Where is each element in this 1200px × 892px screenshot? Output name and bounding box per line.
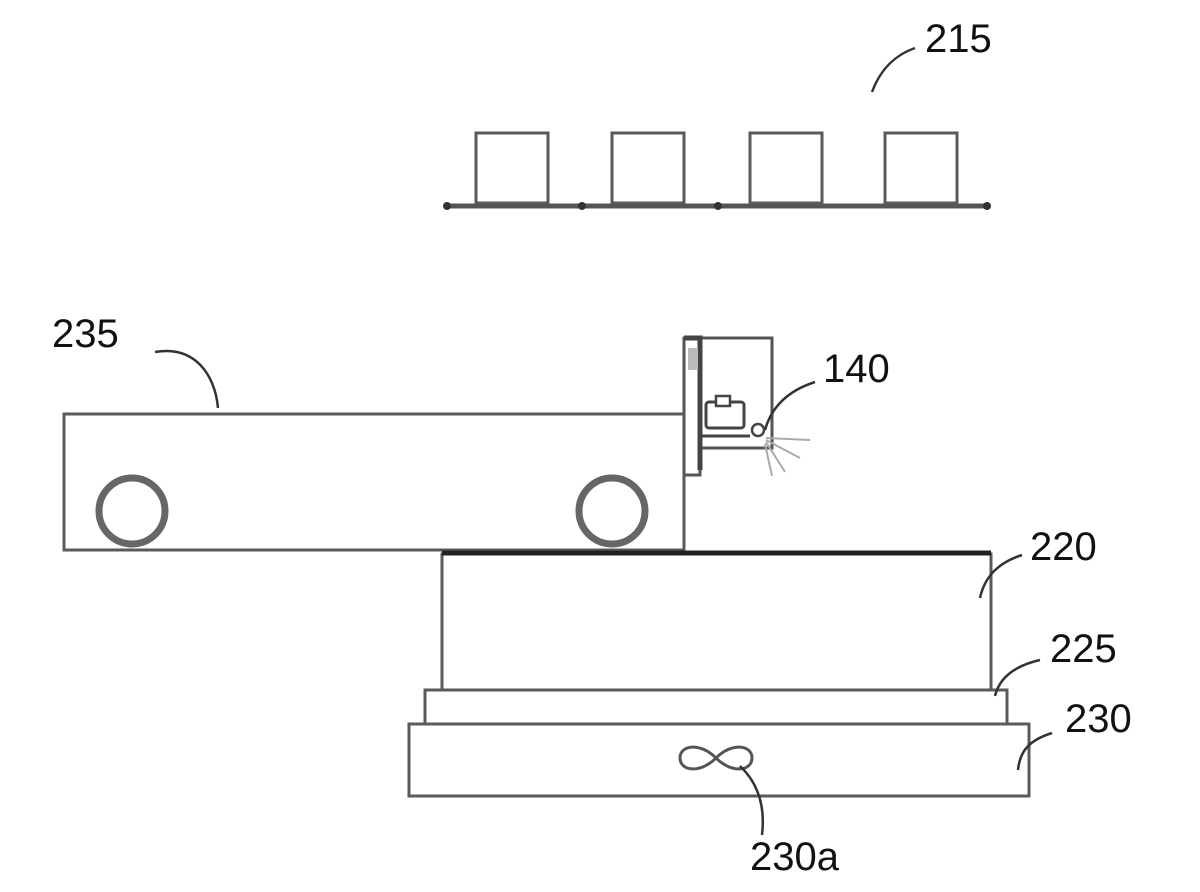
leader-235: [154, 349, 220, 409]
block-220: [440, 552, 993, 692]
infinity-icon: [678, 745, 754, 771]
label-230a: 230a: [750, 835, 840, 879]
leader-225: [993, 658, 1041, 697]
cup-4: [883, 131, 959, 205]
label-225: 225: [1050, 627, 1117, 671]
leader-215: [870, 46, 916, 93]
wheel-icon: [95, 474, 169, 548]
label-235: 235: [52, 312, 119, 356]
tray-215: [443, 131, 991, 210]
label-220: 220: [1030, 525, 1097, 569]
cup-1: [474, 131, 550, 205]
cup-3: [748, 131, 824, 205]
light-rays: [764, 437, 811, 477]
label-215: 215: [925, 17, 992, 61]
cup-2: [610, 131, 686, 205]
leader-220: [978, 553, 1023, 599]
leader-230a: [739, 765, 764, 836]
plate-225: [423, 688, 1009, 726]
label-230: 230: [1065, 697, 1132, 741]
carriage-235: [62, 412, 686, 552]
camera-housing: [682, 335, 811, 477]
label-140: 140: [823, 347, 890, 391]
leader-230: [1016, 731, 1053, 771]
leader-140: [763, 380, 816, 431]
camera-icon: [700, 394, 766, 438]
wheel-icon: [575, 474, 649, 548]
